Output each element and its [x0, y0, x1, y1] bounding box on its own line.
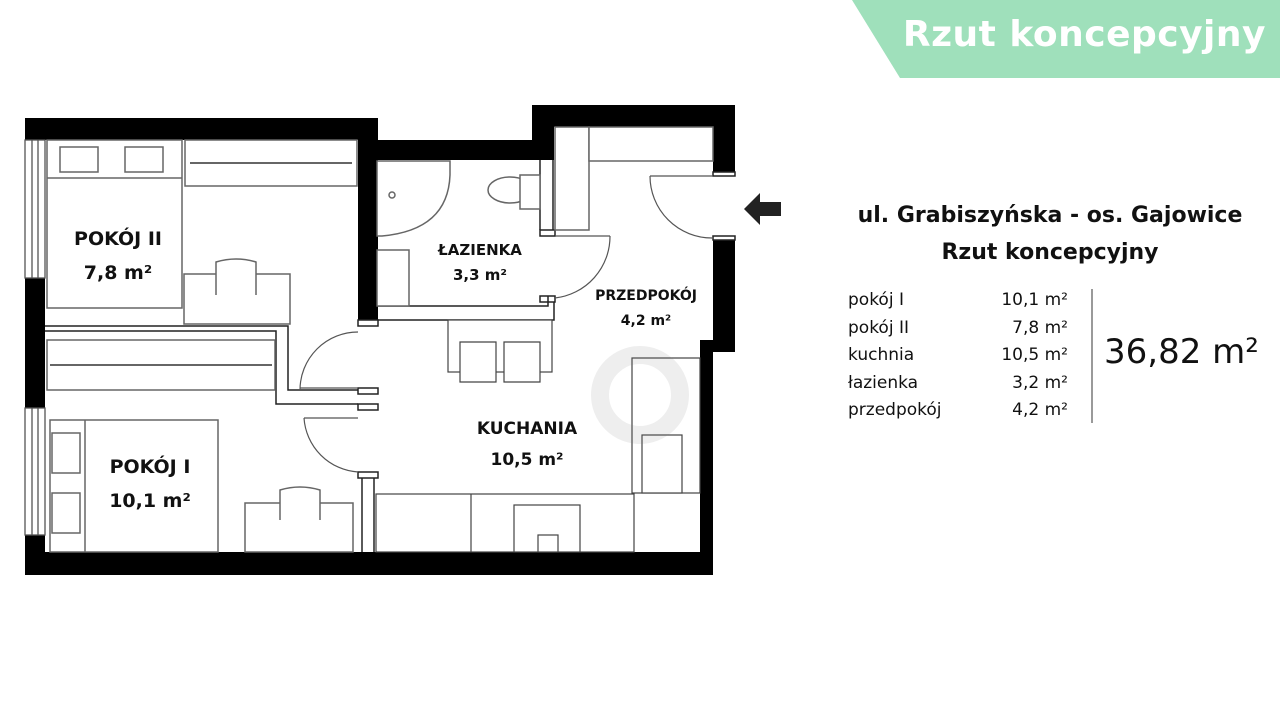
title-banner: Rzut koncepcyjny [852, 0, 1280, 78]
room-label-pokoj2: POKÓJ II 7,8 m² [74, 222, 162, 290]
divider [1091, 289, 1093, 423]
floor-plan-drawing [24, 105, 781, 575]
room-name: pokój I [848, 290, 904, 310]
room-area: 3,2 m² [1012, 372, 1068, 393]
banner-title: Rzut koncepcyjny [902, 14, 1266, 55]
room-area: 10,5 m² [1001, 345, 1068, 365]
area-row-przedpokoj: przedpokój 4,2 m² [848, 398, 1068, 426]
room-label-lazienka: ŁAZIENKA 3,3 m² [438, 238, 522, 288]
area-row-pokoj1: pokój I 10,1 m² [848, 288, 1068, 316]
area-row-pokoj2: pokój II 7,8 m² [848, 316, 1068, 344]
area-table: pokój I 10,1 m² pokój II 7,8 m² kuchnia … [848, 288, 1068, 426]
room-name: POKÓJ II [74, 228, 162, 250]
room-area: 3,3 m² [452, 266, 507, 284]
room-name: POKÓJ I [109, 456, 191, 478]
room2-furniture [46, 139, 358, 325]
room-area: 7,8 m² [83, 262, 153, 284]
plan-subtitle: Rzut koncepcyjny [941, 240, 1159, 265]
room1-furniture [46, 339, 354, 553]
banner-shape [852, 0, 1280, 78]
room-area: 10,1 m² [109, 490, 191, 512]
room-area: 4,2 m² [620, 313, 672, 329]
room-label-pokoj1: POKÓJ I 10,1 m² [109, 450, 191, 518]
walls [25, 105, 735, 575]
window-upper [24, 139, 46, 279]
bathroom-furniture [376, 160, 541, 307]
total-area: 36,82 m² [1104, 332, 1259, 372]
room-name: ŁAZIENKA [438, 241, 522, 259]
arrow-left-icon [744, 193, 781, 225]
room-area: 7,8 m² [1012, 317, 1068, 338]
room-label-kuchnia: KUCHANIA 10,5 m² [477, 414, 577, 476]
room-label-przedpokoj: PRZEDPOKÓJ 4,2 m² [595, 284, 697, 334]
floor-plan: POKÓJ II 7,8 m² POKÓJ I 10,1 m² ŁAZIENKA… [24, 105, 781, 575]
hall-wardrobe [554, 126, 714, 231]
watermark [591, 346, 689, 444]
room-area: 4,2 m² [1012, 400, 1068, 420]
room-name: kuchnia [848, 345, 915, 365]
room-name: KUCHANIA [476, 419, 578, 439]
kitchen-furniture [375, 319, 701, 553]
room-name: PRZEDPOKÓJ [595, 288, 697, 304]
area-row-lazienka: łazienka 3,2 m² [848, 371, 1068, 399]
room-area: 10,5 m² [490, 450, 564, 470]
room-name: pokój II [848, 317, 909, 338]
window-lower [24, 407, 46, 536]
area-row-kuchnia: kuchnia 10,5 m² [848, 343, 1068, 371]
address-title: ul. Grabiszyńska - os. Gajowice [857, 203, 1243, 228]
room-name: przedpokój [848, 400, 942, 420]
room-name: łazienka [848, 372, 919, 393]
room-area: 10,1 m² [1001, 290, 1068, 310]
